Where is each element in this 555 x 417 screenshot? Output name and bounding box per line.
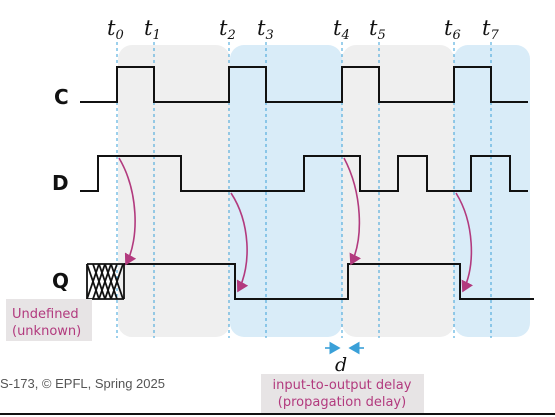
causal-arrow-t2 [230, 192, 249, 293]
undefined-note-line1: Undefined [12, 307, 79, 322]
time-label-t1: t1 [144, 16, 161, 43]
clock-waveform [80, 66, 528, 103]
time-label-t7: t7 [482, 16, 499, 43]
time-label-t6: t6 [444, 16, 461, 43]
time-labels: t0 t1 t2 t3 t4 t5 t6 t7 [107, 16, 499, 43]
signal-label-d: D [52, 171, 69, 195]
signal-label-q: Q [52, 269, 69, 293]
causal-arrow-t0 [118, 157, 137, 266]
time-label-t5: t5 [369, 16, 386, 43]
undefined-region-hatch [86, 263, 125, 300]
data-waveform [80, 155, 528, 192]
time-label-t0: t0 [107, 16, 124, 43]
footer-credit: S-173, © EPFL, Spring 2025 [0, 376, 165, 391]
delay-note-box [261, 374, 424, 414]
band-blue-2 [454, 45, 530, 337]
undefined-note-line2: (unknown) [12, 324, 81, 339]
output-waveform [124, 263, 534, 300]
undefined-note: Undefined (unknown) [6, 299, 92, 341]
time-label-t3: t3 [257, 16, 274, 43]
delay-note-line1: input-to-output delay [273, 378, 412, 393]
causal-arrow-t6 [455, 192, 474, 293]
delay-marker: d [325, 341, 364, 376]
causal-arrows [118, 157, 474, 293]
delay-symbol: d [335, 354, 347, 376]
time-label-t2: t2 [219, 16, 236, 43]
delay-note: input-to-output delay (propagation delay… [261, 374, 424, 414]
time-label-t4: t4 [333, 16, 350, 43]
delay-note-line2: (propagation delay) [278, 395, 406, 410]
undefined-note-box [6, 299, 92, 341]
signal-label-c: C [54, 85, 69, 109]
causal-arrow-t4 [343, 157, 362, 266]
